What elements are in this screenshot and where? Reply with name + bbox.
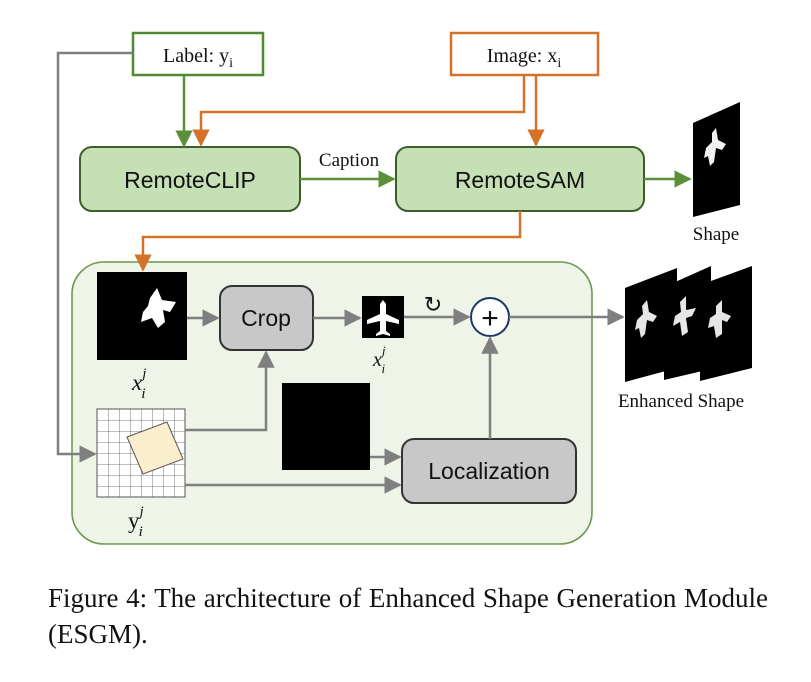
label-sub: i [229, 56, 233, 71]
shape-output-image [693, 102, 740, 217]
remotesam-label: RemoteSAM [455, 167, 585, 193]
image-sub: i [557, 56, 561, 71]
remoteclip-node: RemoteCLIP [79, 146, 301, 212]
remotesam-to-mask-arrow [134, 211, 522, 272]
grid-y-sub: i [139, 524, 143, 540]
label-to-grid-arrow [56, 51, 133, 463]
cropped-airplane-image [362, 296, 404, 338]
localization-label: Localization [428, 458, 549, 484]
mask-x-sub: i [141, 386, 145, 402]
airplane-x-sub: i [382, 361, 386, 376]
plus-label: + [481, 302, 499, 335]
grid-y: y [128, 508, 140, 533]
svg-text:Image: xi: Image: xi [487, 45, 562, 71]
caption-edge-label: Caption [319, 150, 380, 171]
background-image [282, 383, 370, 470]
image-prefix: Image: [487, 45, 548, 67]
localization-node: Localization [401, 438, 577, 504]
shape-label: Shape [693, 224, 739, 245]
crop-node: Crop [219, 285, 314, 351]
airplane-x-sup: j [380, 343, 386, 358]
label-var: y [219, 45, 229, 67]
svg-text:Label: yi: Label: yi [163, 45, 233, 71]
grid-label-image [96, 408, 186, 498]
remoteclip-label: RemoteCLIP [124, 167, 256, 193]
image-to-remoteclip-arrow [192, 75, 526, 147]
image-var: x [547, 45, 557, 67]
airplane-x: x [372, 349, 382, 371]
label-prefix: Label: [163, 45, 219, 67]
mask-x-sup: j [140, 366, 146, 382]
enhanced-shape-output-image [625, 266, 752, 382]
grid-y-sup: j [138, 504, 144, 520]
figure-caption: Figure 4: The architecture of Enhanced S… [48, 583, 768, 649]
grid-to-crop-arrow [185, 350, 275, 432]
image-input-node: Image: xi [449, 31, 600, 77]
mask-image [97, 272, 187, 360]
crop-label: Crop [241, 305, 291, 331]
enhanced-shape-label: Enhanced Shape [618, 391, 744, 412]
plus-node: + [470, 297, 510, 337]
rotate-icon: ↻ [424, 292, 442, 317]
remotesam-node: RemoteSAM [395, 146, 645, 212]
mask-x: x [131, 370, 143, 395]
label-input-node: Label: yi [131, 31, 265, 77]
